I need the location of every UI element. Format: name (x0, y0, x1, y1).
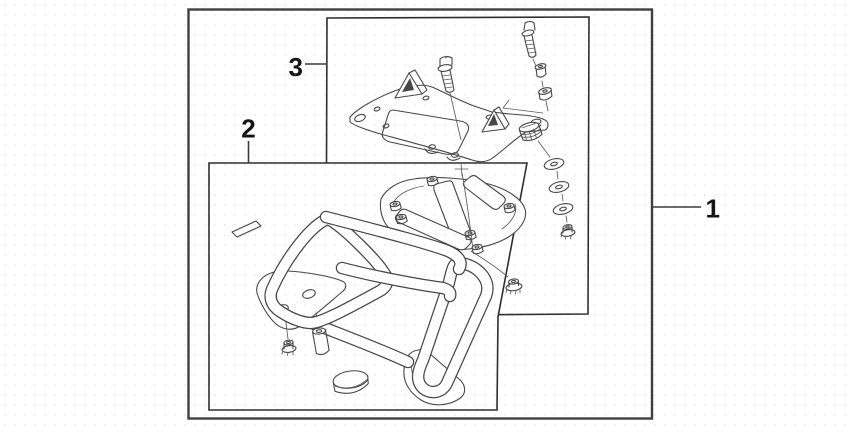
carrier-subassembly (208, 162, 528, 411)
flange-nut-right-drawing (505, 278, 523, 295)
rubber-mount-drawing (518, 121, 543, 142)
collar-upper-drawing (534, 63, 547, 78)
callout-2-label[interactable]: 2 (241, 114, 255, 144)
label-sticker-drawing (231, 220, 262, 238)
carrier-deck-drawing (379, 174, 527, 255)
long-flange-bolt-drawing (502, 20, 549, 114)
flange-nut-left-drawing (281, 339, 297, 356)
nut-leader-line (470, 250, 509, 278)
callout-2: 2 (241, 114, 256, 163)
flange-nut-stack-drawing (560, 224, 576, 240)
washer-stack-drawing (542, 156, 575, 223)
centerline-leader (461, 172, 474, 251)
rubber-cap-drawing (332, 370, 369, 394)
flange-bolt-drawing (437, 56, 462, 141)
callout-1: 1 (652, 194, 720, 224)
callout-3: 3 (289, 52, 328, 82)
callout-3-label[interactable]: 3 (289, 52, 303, 82)
spacer-collar-drawing (312, 327, 330, 356)
callout-1-label[interactable]: 1 (706, 194, 720, 224)
mount-leader-line (537, 140, 551, 158)
collar-lower-drawing (538, 87, 553, 101)
